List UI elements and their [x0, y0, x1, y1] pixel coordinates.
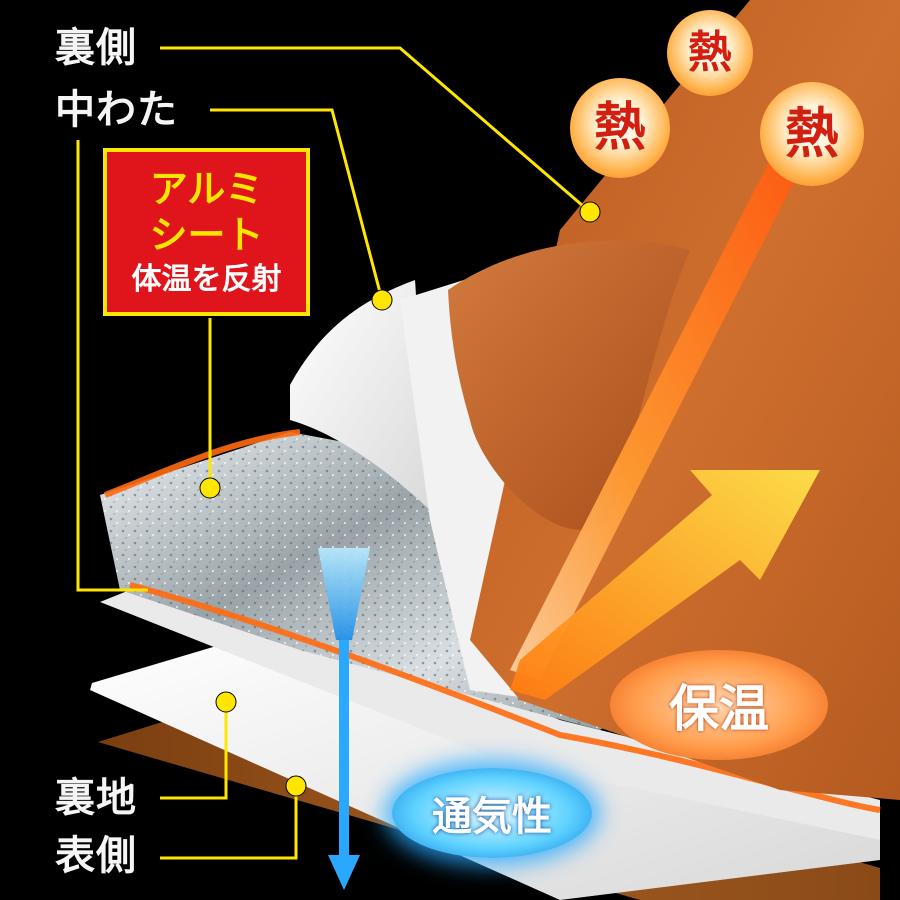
label-lining: 裏地	[55, 775, 137, 821]
callout-dots	[199, 201, 601, 797]
fleece-flap	[448, 240, 690, 530]
airflow-arrow-head	[328, 855, 360, 890]
aluminium-sheet-callout: アルミ シート 体温を反射	[103, 148, 310, 316]
heat-reflect-arrow	[510, 470, 820, 700]
aluminium-callout-title: アルミ シート	[149, 167, 264, 257]
label-outer-side: 表側	[55, 833, 137, 879]
airflow-arrow-shaft	[339, 640, 349, 860]
heat-incoming-arrow	[510, 160, 800, 680]
label-batting: 中わた	[55, 87, 178, 133]
airflow-arrow-top	[318, 548, 370, 640]
breathability-badge: 通気性	[392, 768, 592, 858]
heat-badge: 熱	[667, 10, 753, 96]
heat-retention-badge: 保温	[610, 650, 828, 760]
aluminium-callout-subtitle: 体温を反射	[131, 262, 282, 297]
batting-flap	[290, 280, 440, 520]
callout-lines	[76, 46, 591, 860]
heat-badge: 熱	[570, 78, 670, 178]
heat-badge: 熱	[760, 82, 864, 186]
label-inner-side: 裏側	[55, 25, 137, 71]
